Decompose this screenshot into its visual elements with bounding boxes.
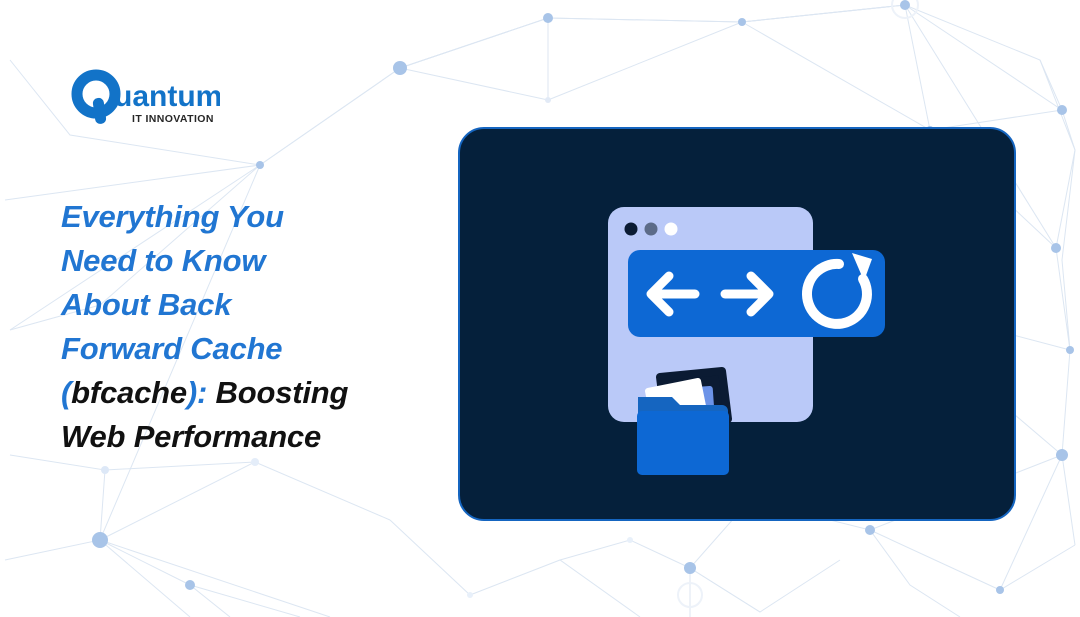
headline-seg: Everything You <box>61 199 284 234</box>
headline-line-4: Forward Cache <box>61 327 421 371</box>
headline-seg: Forward Cache <box>61 331 283 366</box>
window-dot-dark <box>624 222 638 236</box>
bfcache-illustration-card <box>458 127 1016 521</box>
headline-line-5: (bfcache): Boosting <box>61 371 421 415</box>
headline-seg-paren-close: ): <box>186 375 208 410</box>
headline-line-3: About Back <box>61 283 421 327</box>
logo-wordmark: uantum <box>114 80 220 113</box>
page-title: Everything You Need to Know About Back F… <box>61 195 421 459</box>
headline-seg-bfcache: bfcache <box>71 375 187 410</box>
logo[interactable]: uantum IT INNOVATION <box>70 68 220 130</box>
window-dot-white <box>664 222 678 236</box>
headline-line-6: Web Performance <box>61 415 421 459</box>
logo-tagline: IT INNOVATION <box>132 113 214 125</box>
headline-seg: Need to Know <box>61 243 266 278</box>
headline-seg: About Back <box>61 287 232 322</box>
headline-seg-paren-open: ( <box>61 375 72 410</box>
window-dot-gray <box>644 222 658 236</box>
reload-icon <box>801 253 872 329</box>
forward-arrow-icon <box>720 271 774 317</box>
logo-q-mark <box>71 69 121 124</box>
folder-front <box>637 411 729 475</box>
back-arrow-icon <box>646 271 700 317</box>
headline-seg-boosting: Boosting <box>207 375 349 410</box>
headline-seg: Web Performance <box>61 419 322 454</box>
cache-folder-icon <box>637 367 732 475</box>
headline-line-2: Need to Know <box>61 239 421 283</box>
headline-line-1: Everything You <box>61 195 421 239</box>
